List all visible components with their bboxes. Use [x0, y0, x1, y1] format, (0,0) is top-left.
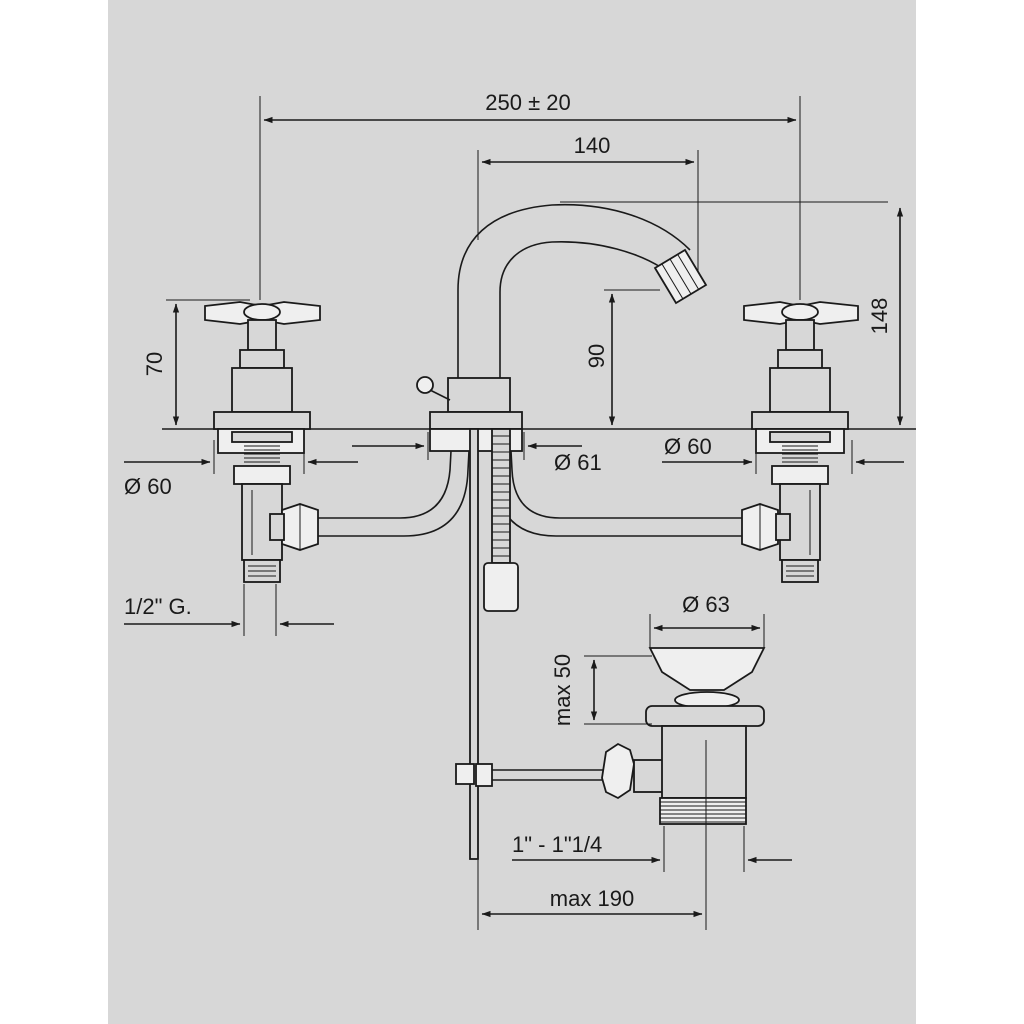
dimension-lines [124, 96, 904, 930]
total-height-label: 148 [867, 298, 892, 335]
right-valve [741, 301, 859, 583]
center-spout [416, 203, 708, 860]
waste-height-label: max 50 [550, 654, 575, 726]
spout-reach-label: 140 [574, 133, 611, 158]
overall-width-label: 250 ± 20 [485, 90, 570, 115]
right-base-diameter-label: Ø 60 [664, 434, 712, 459]
pullrod-length-label: max 190 [550, 886, 634, 911]
inlet-thread-label: 1/2" G. [124, 594, 192, 619]
left-base-diameter-label: Ø 60 [124, 474, 172, 499]
handle-height-label: 70 [142, 352, 167, 376]
center-base-diameter-label: Ø 61 [554, 450, 602, 475]
waste-thread-label: 1" - 1"1/4 [512, 832, 602, 857]
waste-diameter-label: Ø 63 [682, 592, 730, 617]
pop-up-waste [455, 647, 766, 825]
spout-height-label: 90 [584, 344, 609, 368]
left-valve [204, 301, 321, 583]
